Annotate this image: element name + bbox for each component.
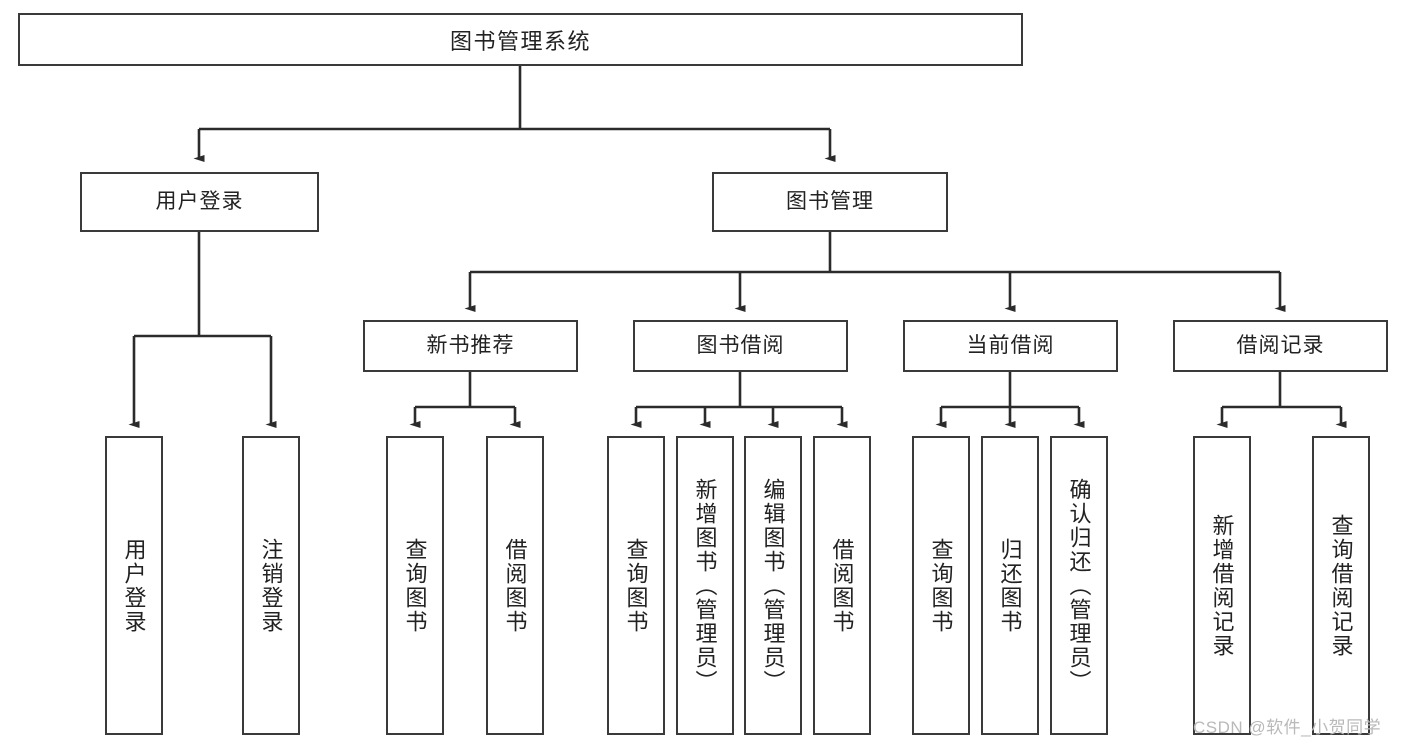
node-current-borrow[interactable]: 当前借阅 bbox=[903, 320, 1118, 372]
node-leaf-confirm-return[interactable]: 确认归还（管理员） bbox=[1050, 436, 1108, 735]
node-label: 当前借阅 bbox=[966, 334, 1055, 358]
node-leaf-borrow-book-1[interactable]: 借阅图书 bbox=[486, 436, 544, 735]
node-leaf-query-record[interactable]: 查询借阅记录 bbox=[1312, 436, 1370, 735]
node-label: 图书管理系统 bbox=[449, 28, 591, 54]
node-leaf-query-book-3[interactable]: 查询图书 bbox=[912, 436, 970, 735]
node-label: 借阅图书 bbox=[829, 537, 855, 634]
node-label: 用户登录 bbox=[121, 537, 147, 634]
node-book-borrow[interactable]: 图书借阅 bbox=[633, 320, 848, 372]
node-label: 用户登录 bbox=[155, 190, 244, 214]
node-leaf-add-book[interactable]: 新增图书（管理员） bbox=[676, 436, 734, 735]
node-label: 借阅图书 bbox=[502, 537, 528, 634]
node-leaf-query-book-2[interactable]: 查询图书 bbox=[607, 436, 665, 735]
node-leaf-borrow-book-2[interactable]: 借阅图书 bbox=[813, 436, 871, 735]
node-label: 确认归还（管理员） bbox=[1066, 477, 1092, 694]
node-user-login[interactable]: 用户登录 bbox=[80, 172, 319, 232]
node-label: 新增借阅记录 bbox=[1209, 513, 1235, 658]
node-root-book-management-system[interactable]: 图书管理系统 bbox=[18, 13, 1023, 66]
node-label: 编辑图书（管理员） bbox=[760, 477, 786, 694]
node-label: 新书推荐 bbox=[426, 334, 515, 358]
node-label: 查询图书 bbox=[928, 537, 954, 634]
node-label: 图书管理 bbox=[786, 190, 874, 214]
node-label: 新增图书（管理员） bbox=[692, 477, 718, 694]
node-label: 图书借阅 bbox=[696, 334, 785, 358]
node-leaf-logout[interactable]: 注销登录 bbox=[242, 436, 300, 735]
node-label: 借阅记录 bbox=[1236, 334, 1325, 358]
node-book-management[interactable]: 图书管理 bbox=[712, 172, 948, 232]
node-leaf-add-record[interactable]: 新增借阅记录 bbox=[1193, 436, 1251, 735]
node-label: 归还图书 bbox=[997, 537, 1023, 634]
csdn-watermark: CSDN @软件_小贺同学 bbox=[1193, 718, 1382, 737]
node-leaf-user-login[interactable]: 用户登录 bbox=[105, 436, 163, 735]
node-label: 查询借阅记录 bbox=[1328, 513, 1354, 658]
node-leaf-query-book-1[interactable]: 查询图书 bbox=[386, 436, 444, 735]
node-label: 注销登录 bbox=[258, 537, 284, 634]
node-leaf-edit-book[interactable]: 编辑图书（管理员） bbox=[744, 436, 802, 735]
node-new-book-recommend[interactable]: 新书推荐 bbox=[363, 320, 578, 372]
node-leaf-return-book[interactable]: 归还图书 bbox=[981, 436, 1039, 735]
node-label: 查询图书 bbox=[402, 537, 428, 634]
node-label: 查询图书 bbox=[623, 537, 649, 634]
node-borrow-record[interactable]: 借阅记录 bbox=[1173, 320, 1388, 372]
